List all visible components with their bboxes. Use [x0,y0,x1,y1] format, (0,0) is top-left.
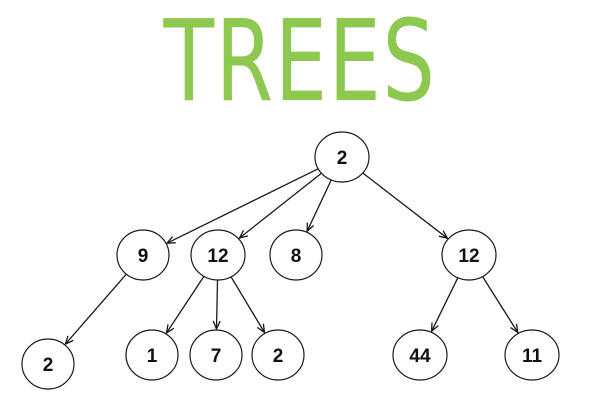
node-label: 2 [337,148,348,169]
tree-node-d2: 11 [504,329,560,381]
node-label: 2 [43,355,54,376]
node-label: 1 [147,346,158,367]
edge-a-a1 [65,273,127,344]
tree-node-b3: 2 [251,329,305,381]
edge-d-d2 [482,276,518,333]
edge-b-b1 [167,276,205,333]
node-circle [189,329,243,381]
node-label: 2 [273,346,284,367]
nodes-layer: 2 9 12 8 12 2 1 7 2 44 11 [21,131,560,390]
tree-node-b: 12 [190,229,246,281]
tree-node-root: 2 [314,131,370,183]
node-label: 12 [207,246,228,267]
edge-b-b2 [217,279,218,329]
tree-node-b1: 1 [125,329,179,381]
page-title: TREES [163,0,437,127]
tree-node-a1: 2 [21,338,75,390]
edge-b-b3 [230,276,264,333]
tree-node-b2: 7 [189,329,243,381]
edges-layer [65,168,518,344]
tree-node-d1: 44 [392,329,448,381]
edge-root-d [362,172,448,238]
tree-node-d: 12 [441,229,497,281]
node-label: 9 [138,246,149,267]
node-circle [190,229,246,281]
edge-d-d1 [432,277,459,332]
node-circle [392,329,448,381]
node-circle [269,229,323,281]
node-label: 7 [211,346,222,367]
node-circle [116,229,170,281]
node-label: 8 [291,246,302,267]
node-label: 44 [409,346,431,367]
node-circle [441,229,497,281]
node-label: 11 [522,346,543,367]
edge-root-a [167,168,319,243]
node-circle [251,329,305,381]
tree-node-a: 9 [116,229,170,281]
node-circle [21,338,75,390]
node-circle [504,329,560,381]
node-circle [125,329,179,381]
edge-root-c [307,179,332,231]
node-circle [314,131,370,183]
edge-root-b [239,172,322,238]
tree-node-c: 8 [269,229,323,281]
node-label: 12 [458,246,479,267]
